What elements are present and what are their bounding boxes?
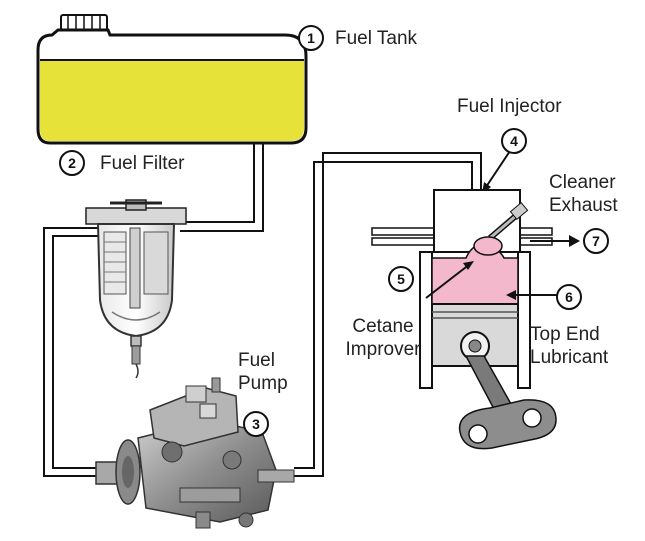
callout-badge-4: 4	[501, 128, 527, 154]
label-fuel-filter: Fuel Filter	[100, 153, 185, 174]
callout-badge-2: 2	[59, 150, 85, 176]
callout-badge-6: 6	[556, 284, 582, 310]
callout-badge-1: 1	[298, 25, 324, 51]
label-top-end-lubricant: Top End Lubricant	[530, 324, 609, 368]
label-fuel-injector: Fuel Injector	[457, 96, 562, 117]
fuel-lines	[43, 143, 482, 477]
fuel-filter-icon	[85, 199, 187, 379]
fuel-pump-icon	[95, 377, 295, 529]
callout-badge-7: 7	[583, 228, 609, 254]
callout-badge-5: 5	[388, 266, 414, 292]
callout-arrows	[425, 261, 560, 300]
callout-badge-3: 3	[243, 411, 269, 437]
combustion-chamber-icon	[371, 189, 553, 389]
label-cleaner-exhaust: Cleaner Exhaust	[549, 172, 618, 216]
exhaust-arrow-icon	[530, 235, 580, 247]
label-fuel-pump: Fuel Pump	[238, 350, 288, 394]
fuel-tank-icon	[36, 14, 308, 145]
label-cetane-improver: Cetane Improver	[345, 316, 421, 360]
piston-icon	[431, 303, 557, 450]
label-fuel-tank: Fuel Tank	[335, 28, 418, 49]
